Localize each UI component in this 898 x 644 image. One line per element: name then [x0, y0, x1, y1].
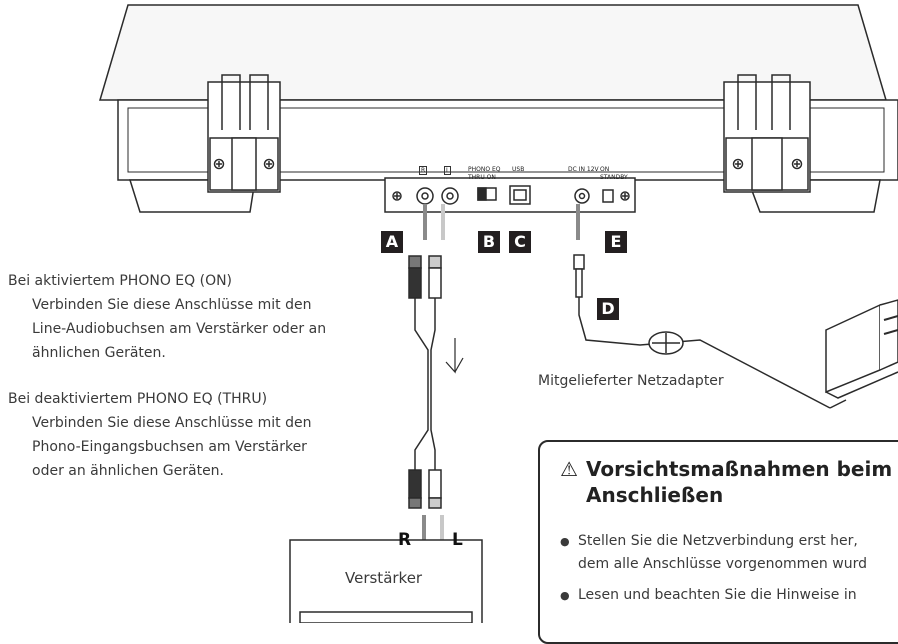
dc-cable — [573, 254, 847, 409]
caution-bullet-1: ● Stellen Sie die Netzverbindung erst her… — [560, 530, 858, 553]
panel-label-standby: STANDBY — [600, 174, 628, 181]
callout-a: A — [381, 231, 403, 253]
rear-panel — [384, 177, 636, 213]
caution-title-line2: Anschließen — [586, 483, 724, 507]
amplifier-label: Verstärker — [345, 569, 423, 587]
panel-label-l: L — [444, 166, 452, 175]
panel-label-thru-on: THRU ON — [468, 174, 496, 181]
caution-bullet-2: ● Lesen und beachten Sie die Hinweise in — [560, 584, 857, 607]
eq-on-body-line2: Line-Audiobuchsen am Verstärker oder an — [32, 321, 327, 337]
panel-label-r: R — [419, 166, 428, 175]
warning-triangle-icon: ⚠ — [560, 457, 578, 481]
callout-d: D — [597, 298, 619, 320]
eq-thru-body-line2: Phono-Eingangsbuchsen am Verstärker — [32, 439, 307, 455]
hinge-left — [207, 74, 281, 193]
panel-label-on: ON — [600, 166, 610, 173]
caution-bullet-1-cont: dem alle Anschlüsse vorgenommen wurd — [578, 556, 867, 572]
caution-title: ⚠ Vorsichtsmaßnahmen beim — [560, 456, 892, 482]
eq-thru-body-line3: oder an ähnlichen Geräten. — [32, 463, 225, 479]
callout-c: C — [509, 231, 531, 253]
caution-bullet-text: Lesen und beachten Sie die Hinweise in — [578, 587, 857, 603]
caution-title-line1: Vorsichtsmaßnahmen beim — [586, 457, 893, 481]
panel-label-phono-eq: PHONO EQ — [468, 166, 501, 173]
eq-thru-body-line1: Verbinden Sie diese Anschlüsse mit den — [32, 415, 312, 431]
adapter-label: Mitgelieferter Netzadapter — [538, 373, 724, 389]
eq-on-heading: Bei aktiviertem PHONO EQ (ON) — [8, 273, 233, 289]
caution-bullet-text: Stellen Sie die Netzverbindung erst her, — [578, 533, 858, 549]
bullet-dot-icon: ● — [560, 535, 570, 548]
amplifier — [289, 539, 483, 623]
amplifier-l-label: L — [452, 530, 463, 550]
turntable-connection-diagram — [98, 4, 898, 623]
panel-label-usb: USB — [512, 166, 525, 173]
callout-e: E — [605, 231, 627, 253]
amplifier-r-label: R — [398, 530, 412, 550]
eq-on-body-line3: ähnlichen Geräten. — [32, 345, 166, 361]
bullet-dot-icon: ● — [560, 589, 570, 602]
panel-label-dc-in: DC IN 12V — [568, 166, 599, 173]
hinge-right — [723, 74, 811, 193]
caution-box: ⚠ Vorsichtsmaßnahmen beim Anschließen ● St… — [538, 440, 898, 644]
callout-b: B — [478, 231, 500, 253]
eq-on-body-line1: Verbinden Sie diese Anschlüsse mit den — [32, 297, 312, 313]
rca-cable — [408, 255, 464, 509]
power-adapter — [825, 299, 898, 399]
eq-thru-heading: Bei deaktiviertem PHONO EQ (THRU) — [8, 391, 268, 407]
